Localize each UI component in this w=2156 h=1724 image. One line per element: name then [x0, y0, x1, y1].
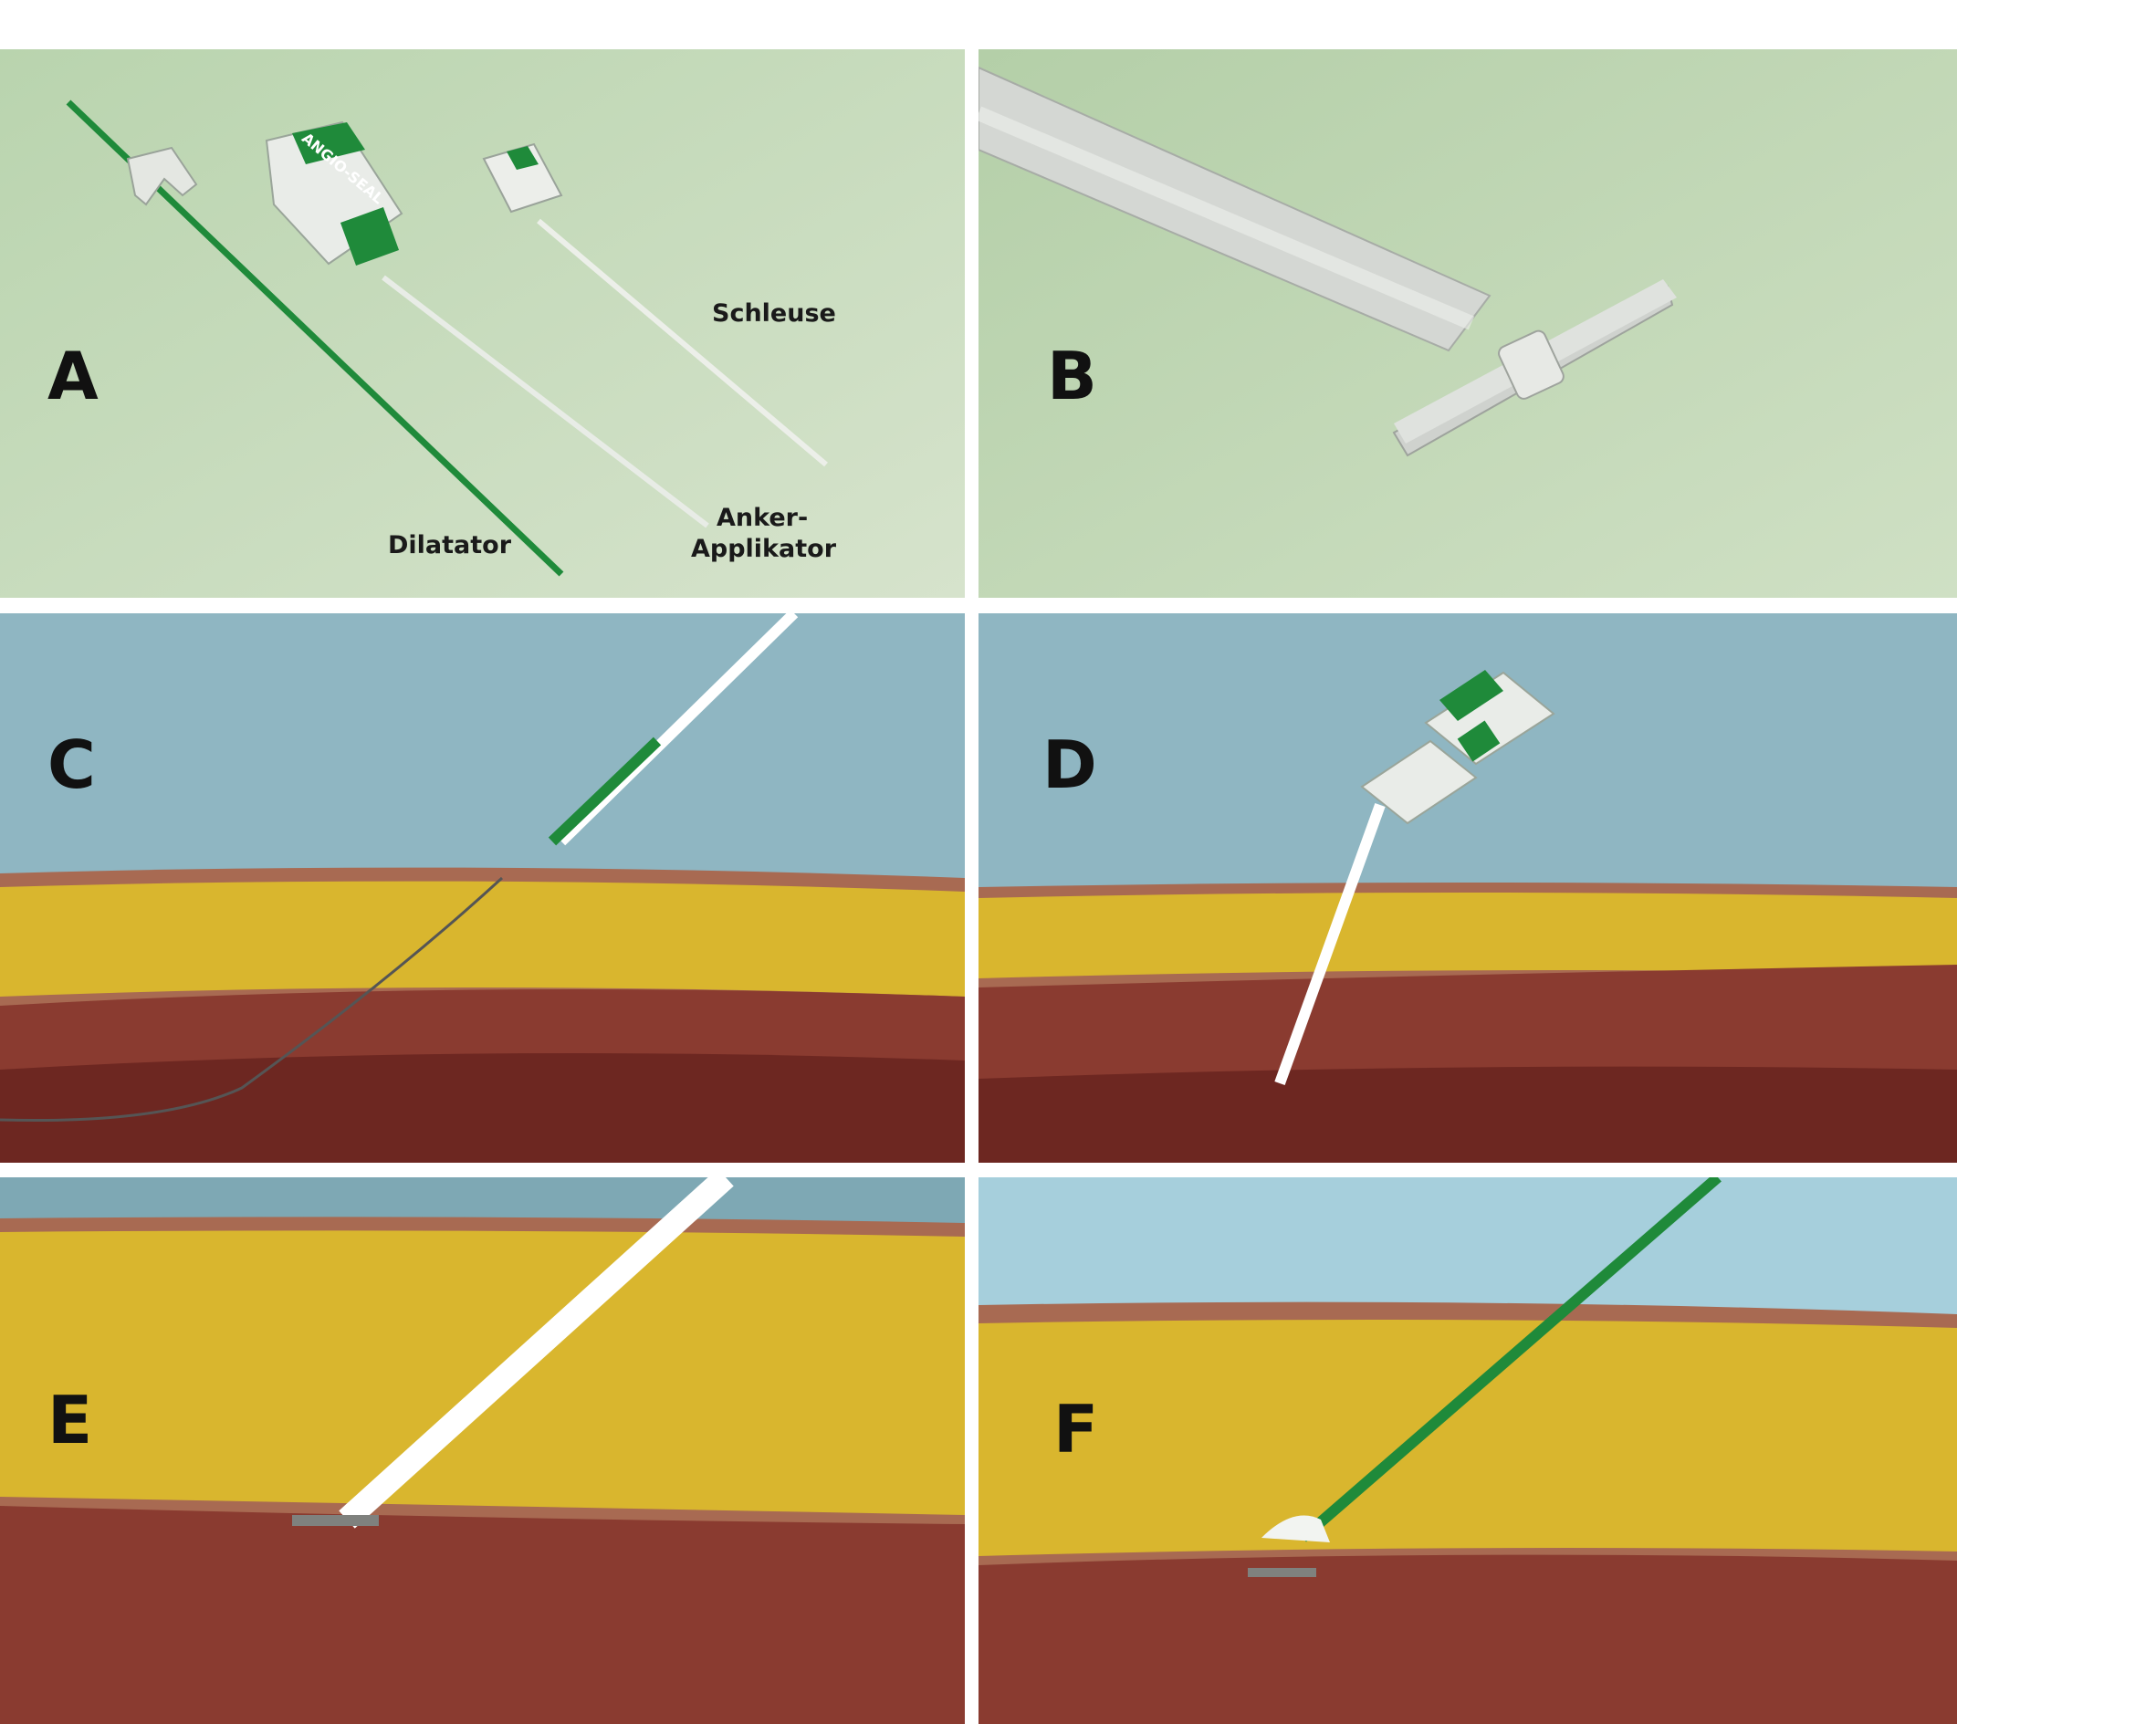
dilator-rod: [66, 99, 564, 577]
vessel-wall: [0, 1506, 965, 1724]
panel-e-illustration: [0, 1177, 965, 1724]
anchor: [1248, 1568, 1316, 1577]
anchor-applicator: ANGIO-SEAL: [265, 120, 709, 528]
panel-c: C: [0, 613, 965, 1163]
fat-layer: [979, 1320, 1957, 1556]
dilator-shaft: [557, 613, 799, 846]
sheath-shaft: [339, 1177, 734, 1529]
device-handle: [1360, 670, 1555, 825]
anchor-closeup: [979, 66, 1677, 457]
panel-e: E: [0, 1177, 965, 1724]
fat-layer: [0, 1230, 965, 1515]
panel-d: D: [979, 613, 1957, 1163]
panel-d-illustration: [979, 613, 1957, 1163]
tamper-tube: [1299, 1177, 1722, 1542]
label-anchor-line1: Anker-: [717, 504, 809, 532]
panel-letter-f: F: [1053, 1391, 1099, 1468]
vessel-wall: [979, 1554, 1957, 1724]
panel-c-illustration: [0, 613, 965, 1163]
guidewire: [0, 876, 504, 1123]
label-anchor-line2: Applikator: [691, 535, 837, 563]
fat-layer: [979, 893, 1957, 978]
panel-letter-c: C: [47, 726, 96, 803]
panel-letter-a: A: [47, 338, 99, 414]
panel-a-illustration: ANGIO-SEAL: [0, 49, 965, 598]
sheath: [482, 142, 828, 467]
panel-letter-b: B: [1047, 338, 1097, 414]
panel-f: F: [979, 1177, 1957, 1724]
fat-layer: [0, 881, 965, 997]
panel-f-illustration: [979, 1177, 1957, 1724]
panel-letter-d: D: [1042, 726, 1097, 803]
sheath-shaft: [1274, 802, 1386, 1086]
panel-a: ANGIO-SEAL A Schleuse Dilatator Anker- A…: [0, 49, 965, 598]
anchor: [292, 1515, 379, 1526]
label-sheath: Schleuse: [712, 299, 836, 328]
panel-b: B: [979, 49, 1957, 598]
panel-letter-e: E: [47, 1382, 93, 1458]
collagen-plug: [1261, 1515, 1330, 1542]
label-dilator: Dilatator: [388, 531, 512, 559]
panel-b-illustration: [979, 49, 1957, 598]
